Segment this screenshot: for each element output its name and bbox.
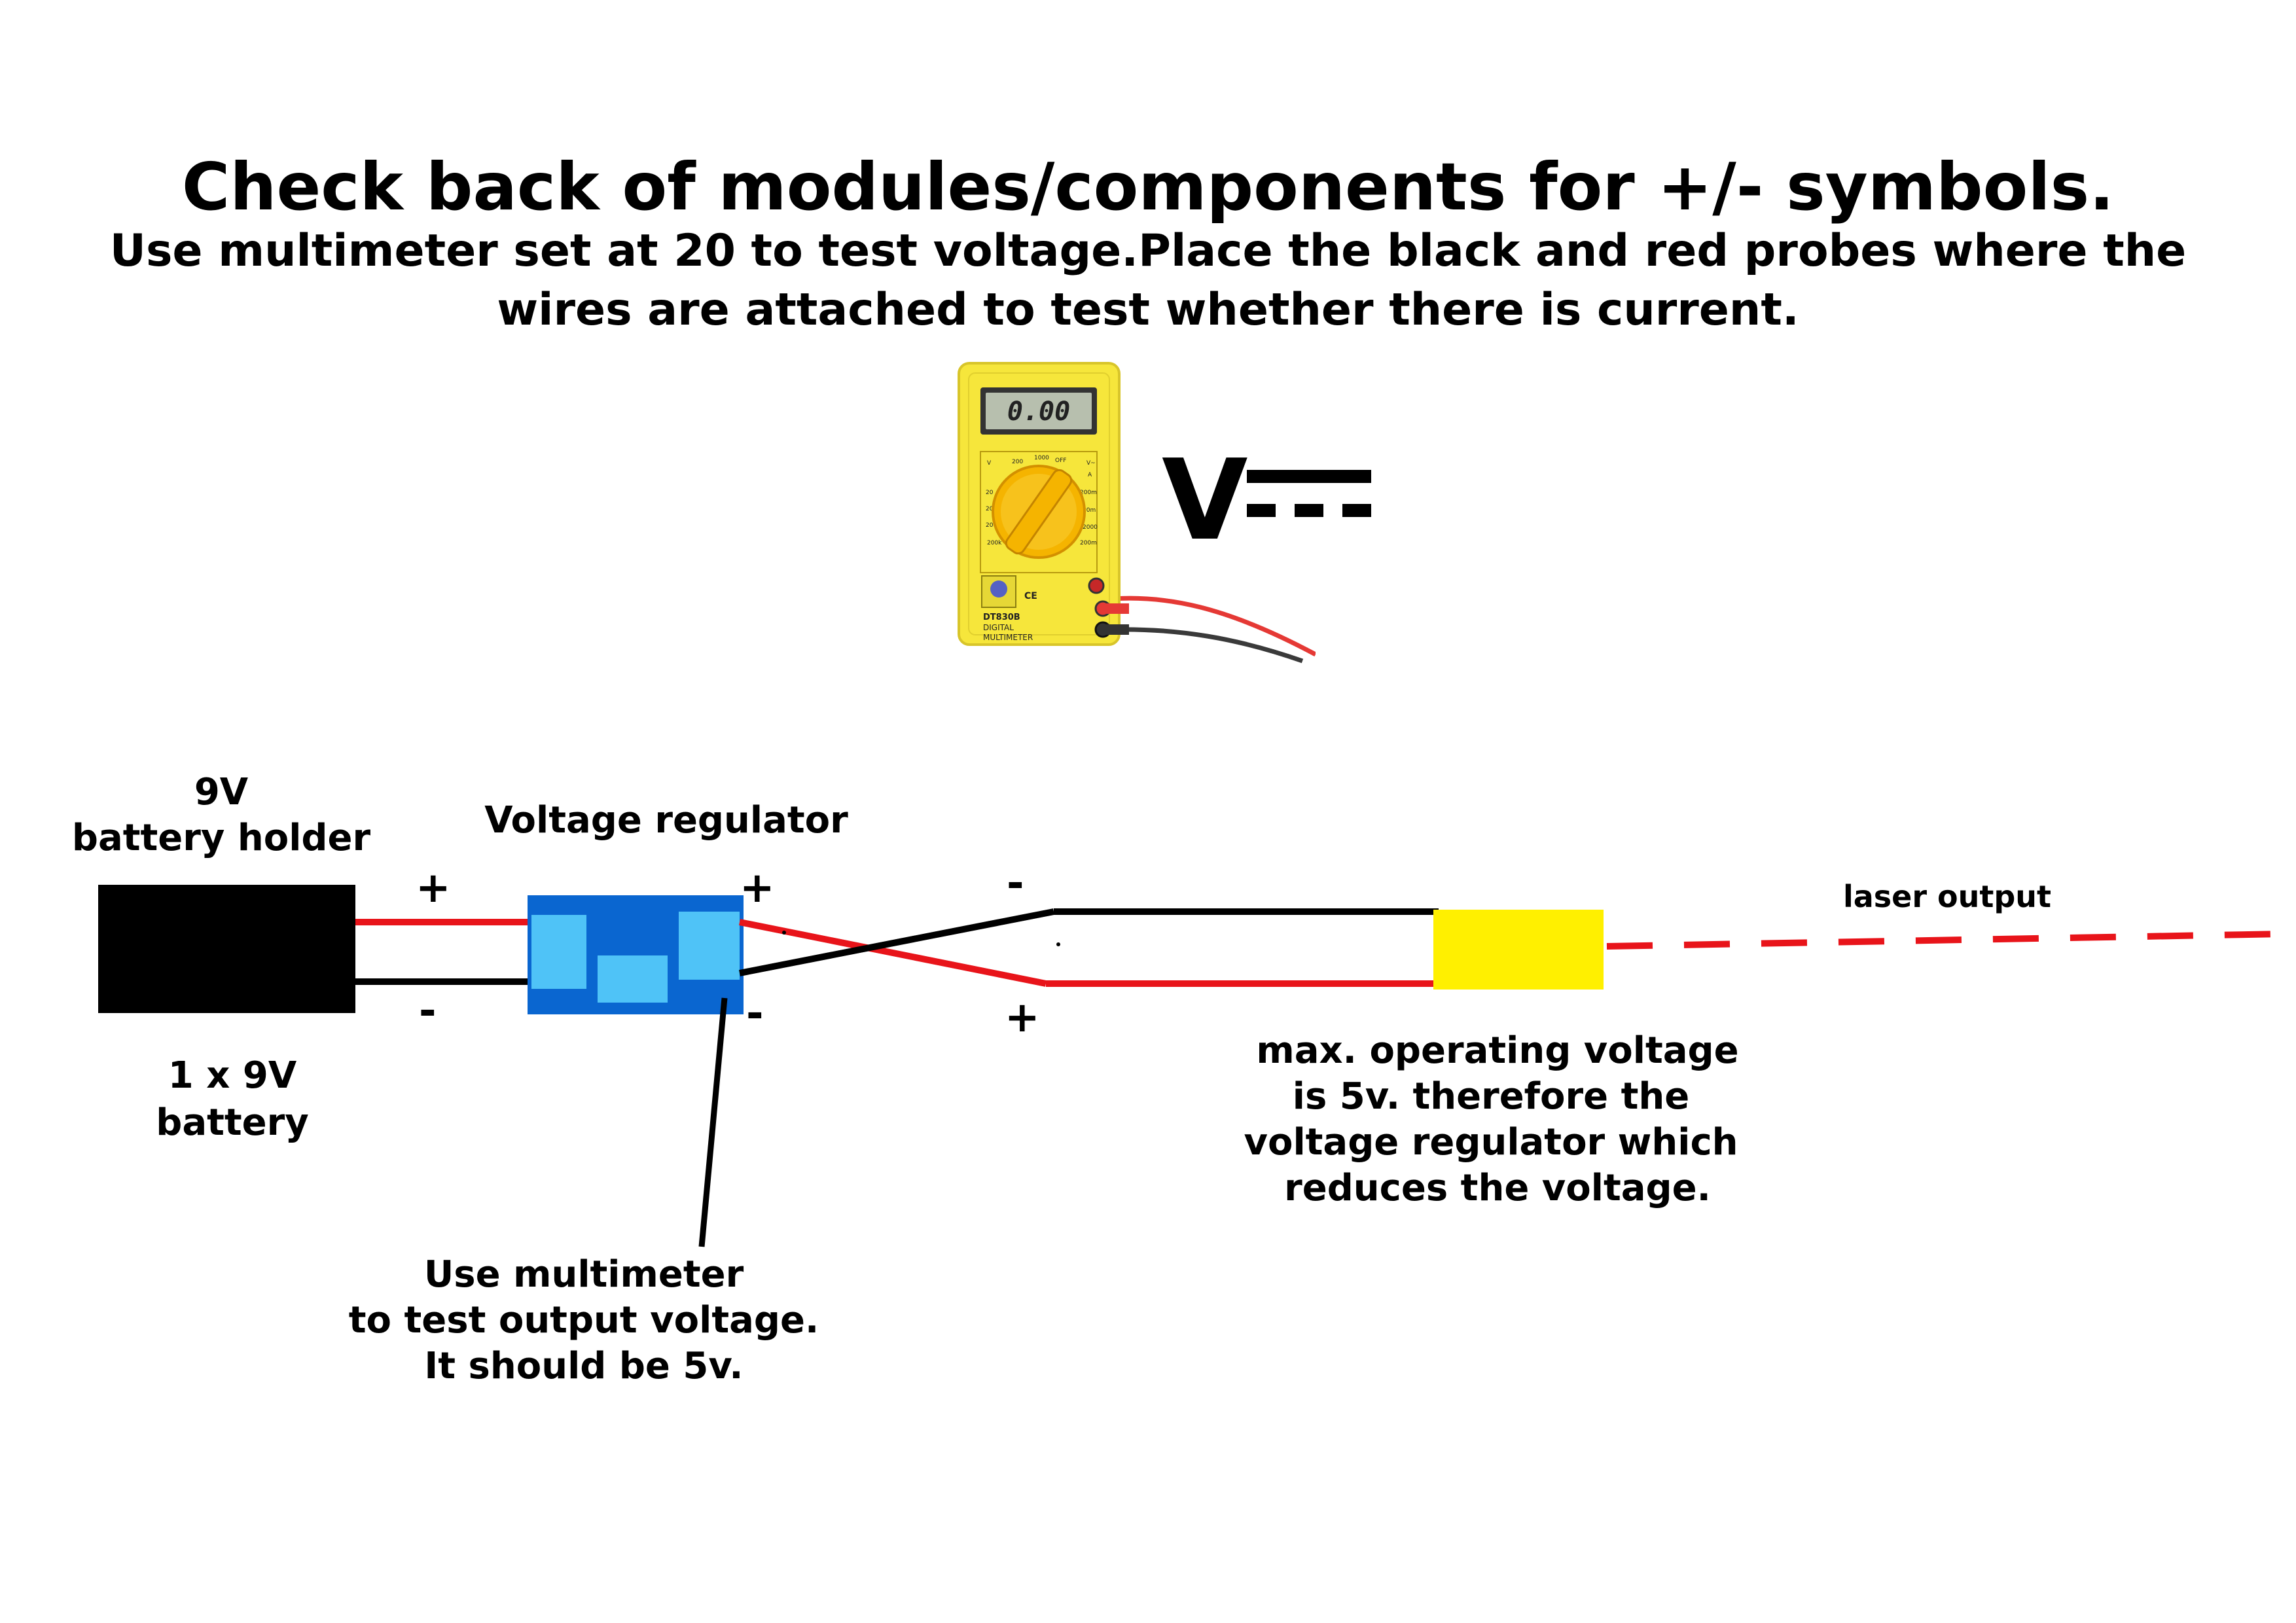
test-note-line3: It should be 5v. <box>424 1345 744 1387</box>
laser-beam <box>1606 931 2285 950</box>
battery-label-line1: 1 x 9V <box>168 1054 297 1097</box>
instruction-line-2: wires are attached to test whether there… <box>497 284 1799 336</box>
regulator-minus-sign: - <box>746 990 764 1038</box>
test-note-line1: Use multimeter <box>423 1253 744 1296</box>
dc-symbol-lines <box>1247 470 1371 517</box>
svg-text:20: 20 <box>986 490 994 496</box>
battery-label-line2: battery <box>156 1101 309 1144</box>
multimeter-label-1: DIGITAL <box>983 623 1014 632</box>
test-note-line2: to test output voltage. <box>348 1299 819 1342</box>
battery-holder-label-line1: 9V <box>194 771 249 813</box>
red-probe-lead <box>1112 596 1316 657</box>
laser-module <box>1433 910 1604 990</box>
instruction-line-1: Use multimeter set at 20 to test voltage… <box>109 225 2187 277</box>
voltage-note-line4: reduces the voltage. <box>1284 1167 1711 1209</box>
battery-holder <box>98 885 355 1013</box>
svg-text:200m: 200m <box>1080 540 1097 546</box>
lcd-reading: 0.00 <box>1007 397 1070 427</box>
battery-plus-sign: + <box>416 864 451 912</box>
multimeter-model: DT830B <box>983 613 1020 622</box>
svg-text:200m: 200m <box>1080 490 1097 496</box>
regulator-pad-ground <box>598 955 668 1003</box>
svg-text:OFF: OFF <box>1055 457 1066 464</box>
svg-text:A: A <box>1088 472 1092 478</box>
regulator-positive-wire <box>739 919 1047 987</box>
svg-text:200k: 200k <box>987 540 1002 546</box>
battery-minus-sign: - <box>419 987 437 1035</box>
voltage-note-line2: is 5v. therefore the <box>1292 1075 1690 1118</box>
voltage-note-line1: max. operating voltage <box>1256 1029 1739 1072</box>
hfe-socket-icon <box>990 580 1007 597</box>
battery-holder-label-line2: battery holder <box>71 817 371 859</box>
svg-text:CE: CE <box>1024 591 1037 601</box>
svg-text:2000: 2000 <box>1083 524 1098 531</box>
lcd-screen <box>986 393 1092 429</box>
laser-output-label: laser output <box>1842 879 2052 914</box>
page-title: Check back of modules/components for +/-… <box>181 149 2115 225</box>
regulator-plus-sign: + <box>740 864 775 912</box>
regulator-label: Voltage regulator <box>484 799 848 842</box>
svg-text:20m: 20m <box>1083 507 1096 514</box>
svg-text:1000: 1000 <box>1034 455 1049 461</box>
svg-text:200: 200 <box>1012 459 1023 465</box>
test-pointer-line <box>698 997 728 1247</box>
laser-minus-sign: - <box>1007 859 1024 908</box>
svg-text:V~: V~ <box>1086 460 1096 467</box>
black-probe-lead <box>1112 627 1304 664</box>
regulator-negative-wire <box>739 908 1054 976</box>
laser-plus-sign: + <box>1005 993 1040 1042</box>
voltage-note-line3: voltage regulator which <box>1244 1121 1738 1164</box>
dial-knob <box>1005 469 1073 555</box>
svg-text:V: V <box>987 460 992 467</box>
vohm-jack <box>1088 577 1105 594</box>
multimeter-label-2: MULTIMETER <box>983 633 1033 642</box>
regulator-pad-output <box>679 912 740 980</box>
dc-voltage-symbol: V <box>1162 436 1248 565</box>
regulator-pad-input <box>531 915 586 989</box>
